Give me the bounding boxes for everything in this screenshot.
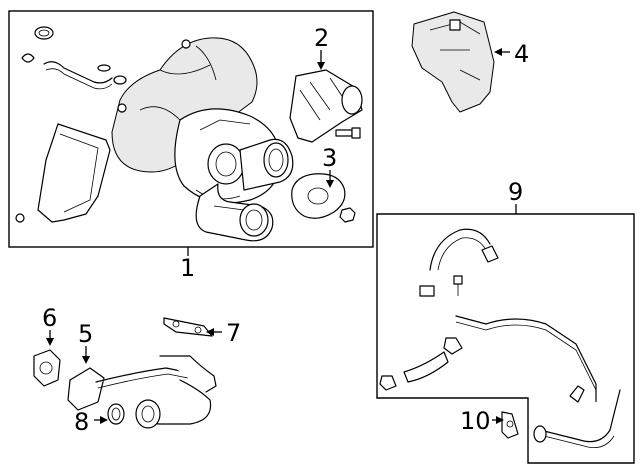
coolant-line-kit: 9 (379, 178, 621, 449)
callout-10: 10 (460, 407, 491, 435)
small-nut (339, 207, 356, 223)
callout-4: 4 (514, 40, 529, 68)
callout-1: 1 (180, 254, 195, 282)
callout-2: 2 (314, 24, 329, 52)
callout-5: 5 (78, 320, 93, 348)
callout-6: 6 (42, 304, 57, 332)
coolant-pipe-assembly: 5 (67, 320, 217, 429)
callout-7: 7 (226, 319, 241, 347)
oil-line-small (43, 61, 127, 90)
sensor-bracket: 3 (291, 144, 346, 219)
line-bracket-clip: 10 (460, 407, 519, 439)
exhaust-manifold (111, 37, 258, 173)
turbo-outlet-pipe (195, 183, 274, 242)
compressor-outlet (239, 138, 294, 191)
hose-clamp-small-part (21, 26, 54, 63)
turbo-gasket: 6 (33, 304, 61, 387)
group-9-frame (376, 204, 635, 464)
wastegate-actuator: 2 (289, 24, 363, 143)
turbo-heat-shield-left (15, 123, 111, 223)
group-1-frame (8, 10, 374, 256)
pipe-bracket: 7 (163, 317, 241, 347)
callout-9: 9 (508, 178, 523, 206)
callout-3: 3 (322, 144, 337, 172)
turbocharger-assembly: 1 (15, 26, 294, 282)
o-ring-seal: 8 (74, 403, 125, 436)
heat-shield: 4 (411, 11, 529, 113)
mounting-bolt (335, 127, 361, 139)
callout-8: 8 (74, 408, 89, 436)
